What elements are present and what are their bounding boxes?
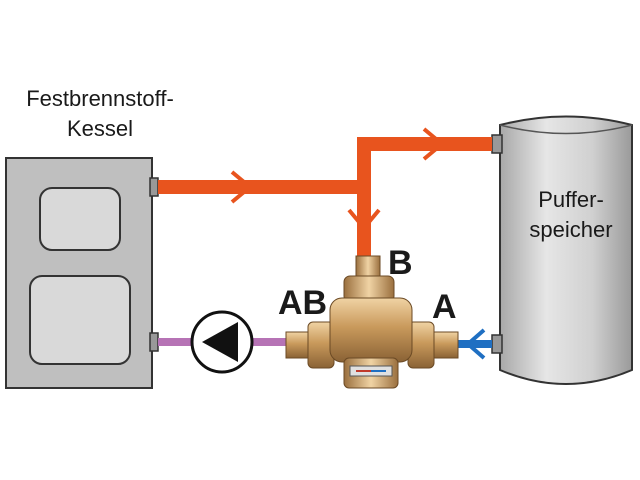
buffer-tank: [491, 115, 633, 385]
port-label-b: B: [388, 244, 413, 282]
tank-label: Puffer- speicher: [508, 185, 634, 245]
boiler-label: Festbrennstoff- Kessel: [0, 84, 200, 144]
buffer-tank-body: [499, 115, 633, 385]
flow-arrow-right-1: [230, 170, 254, 204]
three-way-mixing-valve-icon: [285, 255, 459, 389]
boiler-return-port: [149, 332, 159, 352]
hot-flow-pipe: [158, 127, 492, 258]
buffer-tank-top-rim: [499, 124, 633, 135]
boiler: [5, 157, 159, 389]
flow-arrow-right-2: [422, 127, 446, 161]
cold-pipe: [456, 328, 492, 360]
tank-label-line2: speicher: [529, 217, 613, 242]
tank-top-port: [491, 134, 503, 154]
port-label-a: A: [432, 288, 457, 326]
boiler-label-line1: Festbrennstoff-: [26, 86, 174, 111]
flow-arrow-left: [464, 328, 486, 360]
hot-pipe-boiler-to-tank: [158, 137, 492, 194]
tank-label-line1: Puffer-: [538, 187, 604, 212]
boiler-lower-door: [29, 275, 131, 365]
boiler-upper-door: [39, 187, 121, 251]
tank-bottom-port: [491, 334, 503, 354]
circulation-pump-icon: [190, 310, 254, 374]
boiler-flow-port: [149, 177, 159, 197]
boiler-label-line2: Kessel: [66, 116, 134, 141]
port-label-ab: AB: [278, 284, 328, 322]
flow-arrow-down: [347, 208, 381, 232]
